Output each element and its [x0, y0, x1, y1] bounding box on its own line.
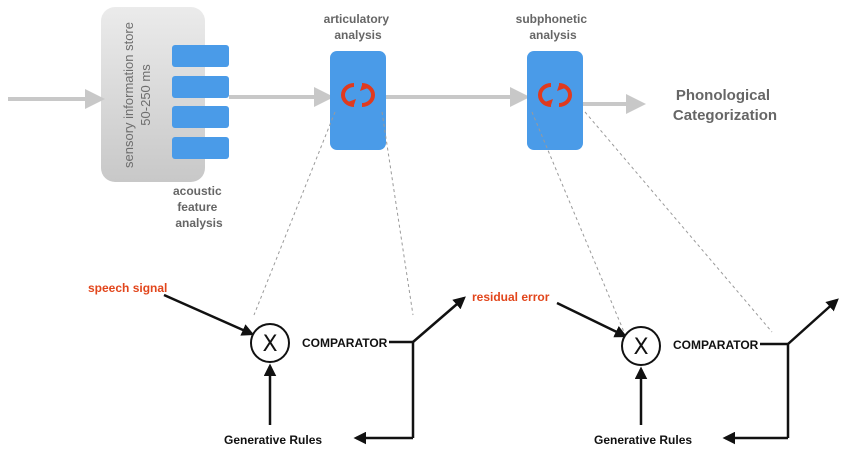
feature-bar [172, 106, 229, 128]
subphonetic-analysis-box [527, 51, 583, 150]
phonological-label: Phonological Categorization [673, 87, 777, 124]
multiply-operator-icon [250, 323, 290, 363]
residual-output-arrow [787, 298, 839, 345]
feature-bar [172, 76, 229, 98]
comparator-label: COMPARATOR [673, 338, 759, 352]
generative-rules-label: Generative Rules [224, 433, 322, 447]
residual-output-arrow [412, 296, 466, 343]
feature-bar [172, 137, 229, 159]
feature-bar [172, 45, 229, 67]
subphonetic-label: subphonetic analysis [516, 12, 591, 42]
acoustic-label: acoustic feature analysis [173, 184, 225, 230]
multiply-operator-label: X [633, 335, 648, 360]
speech-signal-label: speech signal [88, 281, 167, 295]
generative-rules-label: Generative Rules [594, 433, 692, 447]
projection-lines [253, 111, 773, 333]
residual-error-label: residual error [472, 290, 550, 304]
comparator-label: COMPARATOR [302, 336, 388, 350]
articulatory-label: articulatory analysis [324, 12, 393, 42]
articulatory-analysis-box [330, 51, 386, 150]
multiply-operator-label: X [262, 332, 277, 357]
circular-arrows-icon [341, 83, 375, 107]
comparator-output-line [760, 342, 790, 438]
speech-signal-arrow [163, 293, 255, 336]
sensory-store-label: sensory information store [121, 22, 136, 168]
circular-arrows-icon [538, 83, 572, 107]
sensory-store-duration: 50-250 ms [138, 64, 153, 126]
residual-error-arrow [556, 301, 628, 338]
comparator-output-line [389, 340, 415, 438]
multiply-operator-icon [621, 326, 661, 366]
